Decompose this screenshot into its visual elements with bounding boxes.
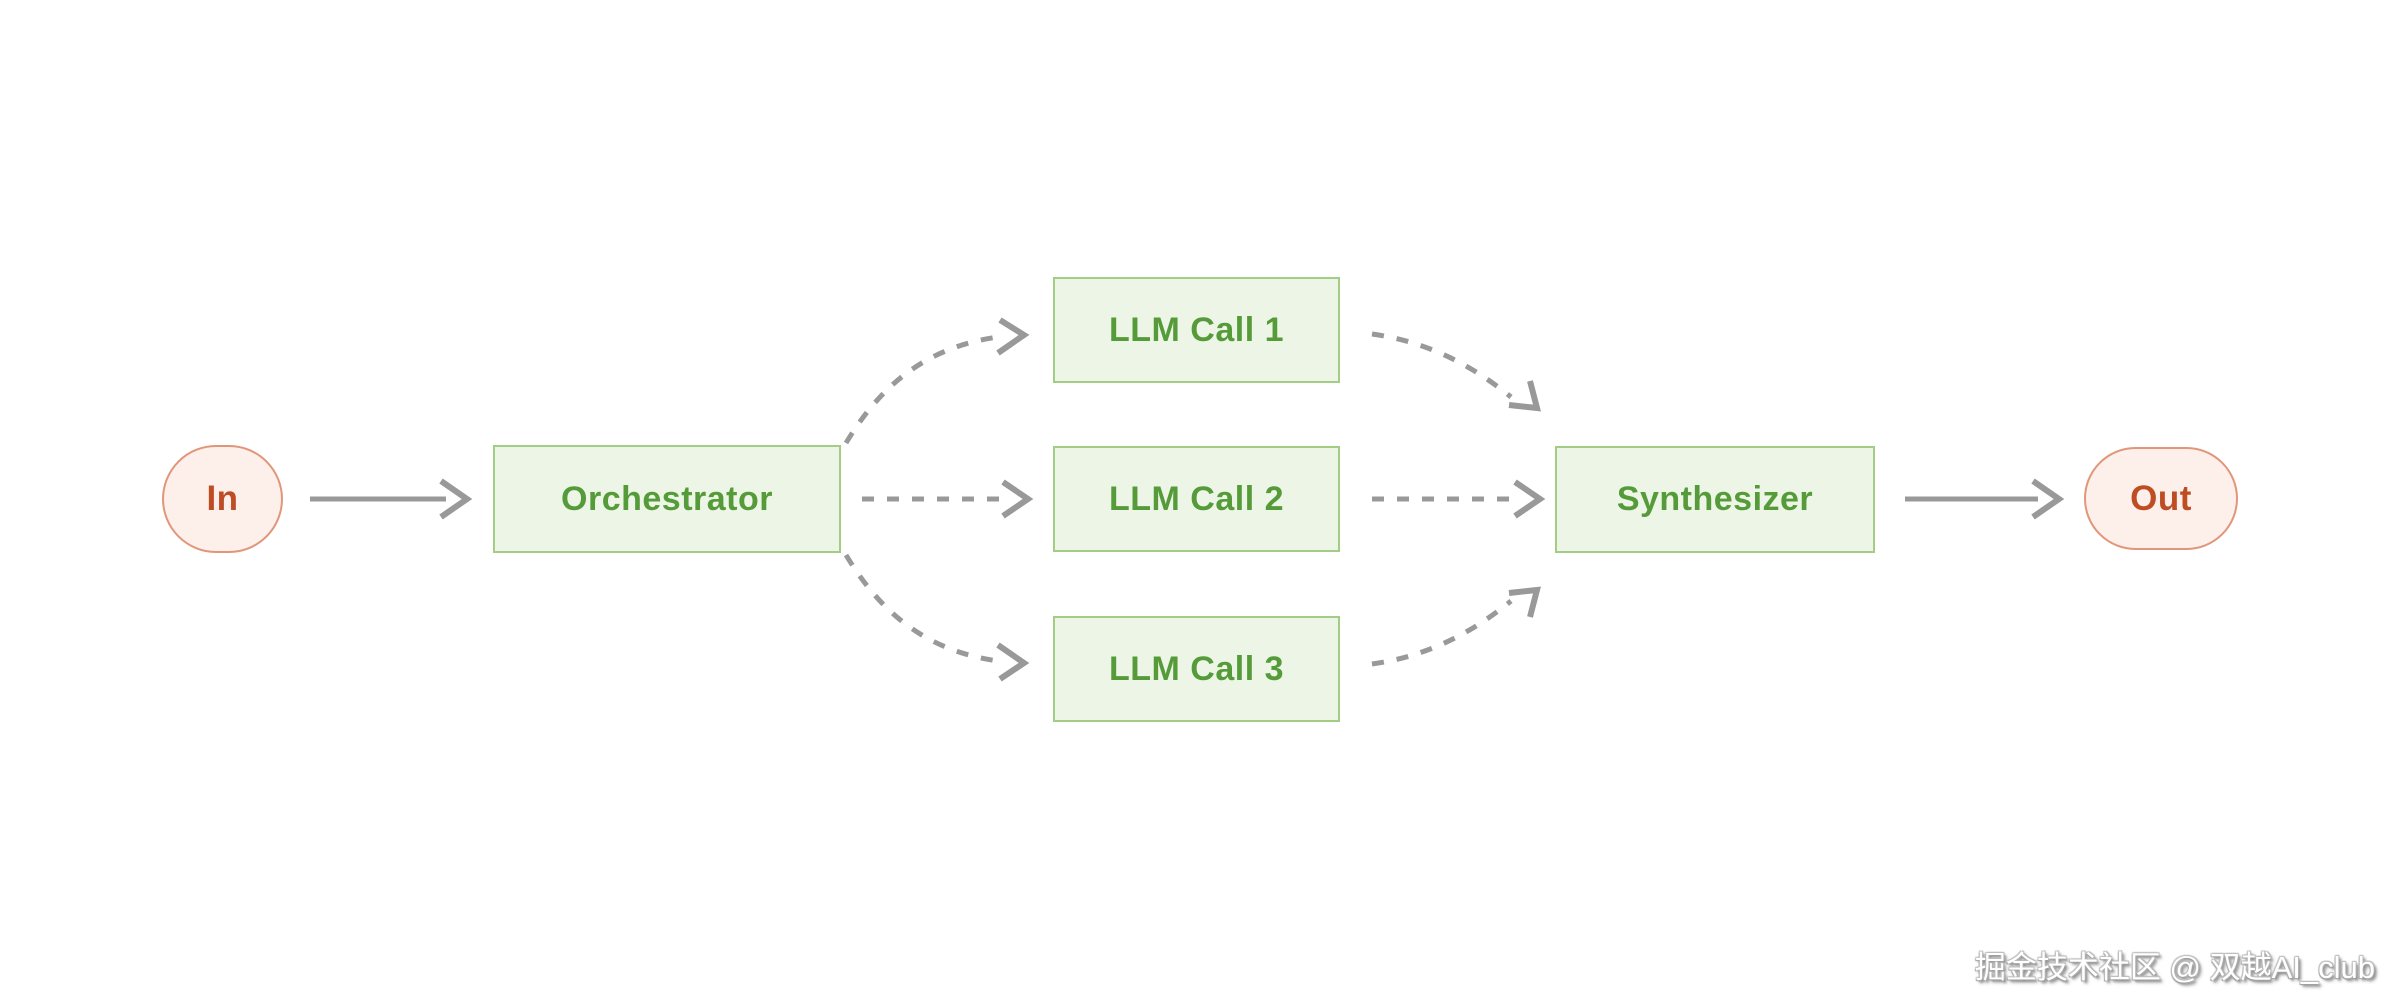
node-orchestrator: Orchestrator [493,445,841,553]
node-synthesizer-label: Synthesizer [1616,480,1814,518]
node-llm-call-2: LLM Call 2 [1053,446,1340,552]
arrowhead-llm2-synthesizer [1513,479,1546,519]
node-orchestrator-label: Orchestrator [561,479,773,518]
node-llm-call-3-label: LLM Call 3 [1108,649,1285,688]
arrowhead-orchestrator-llm2 [1001,479,1034,519]
watermark: 掘金技术社区 @ 双越AI_club [1974,950,2375,985]
node-synthesizer: Synthesizer [1555,446,1875,553]
arrowhead-llm1-synthesizer [1508,380,1541,412]
node-llm-call-1: LLM Call 1 [1053,277,1340,383]
edge-orchestrator-llm3 [843,553,999,664]
edge-llm3-synthesizer [1371,599,1513,667]
arrowhead-orchestrator-llm1 [996,317,1030,356]
arrowhead-in-orchestrator [439,478,473,520]
node-out-label: Out [2130,478,2192,518]
node-out: Out [2084,447,2238,550]
arrowhead-synthesizer-out [2031,478,2065,520]
node-llm-call-3: LLM Call 3 [1053,616,1340,722]
edge-llm1-synthesizer [1371,331,1513,399]
arrowhead-llm3-synthesizer [1508,586,1541,618]
edge-orchestrator-llm1 [843,334,999,445]
node-llm-call-1-label: LLM Call 1 [1108,310,1285,349]
node-in: In [162,445,283,553]
node-llm-call-2-label: LLM Call 2 [1108,479,1285,518]
node-in-label: In [206,479,239,518]
arrowhead-orchestrator-llm3 [996,642,1030,682]
